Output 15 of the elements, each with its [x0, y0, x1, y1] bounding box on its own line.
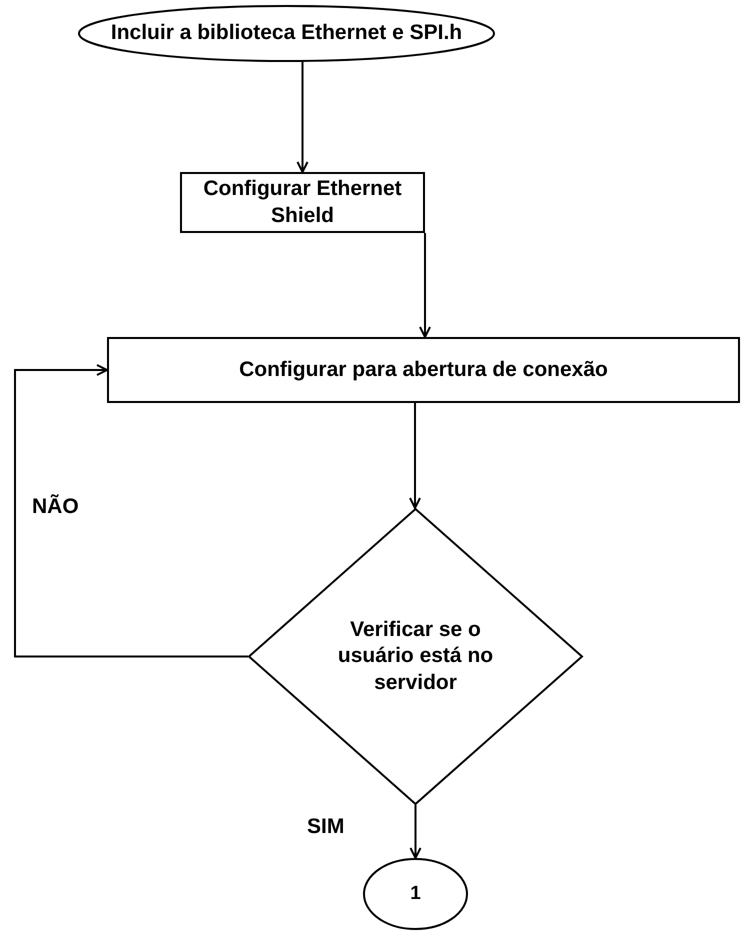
- connector-circle: [363, 858, 468, 930]
- decision-diamond: [248, 508, 583, 805]
- arrow: [419, 233, 431, 338]
- arrow: [409, 403, 421, 509]
- terminal-oval: [78, 5, 495, 62]
- process-box: [107, 337, 740, 403]
- node-label: Verificar se o usuário está no servidor: [336, 617, 494, 696]
- node-label: Incluir a biblioteca Ethernet e SPI.h: [110, 20, 462, 46]
- node-label: Configurar Ethernet Shield: [202, 176, 403, 228]
- node-label: Configurar para abertura de conexão: [239, 356, 608, 383]
- process-box: [180, 172, 425, 233]
- arrow: [296, 62, 308, 173]
- arrow: [14, 364, 248, 658]
- node-label: 1: [410, 882, 421, 906]
- arrow: [410, 805, 422, 859]
